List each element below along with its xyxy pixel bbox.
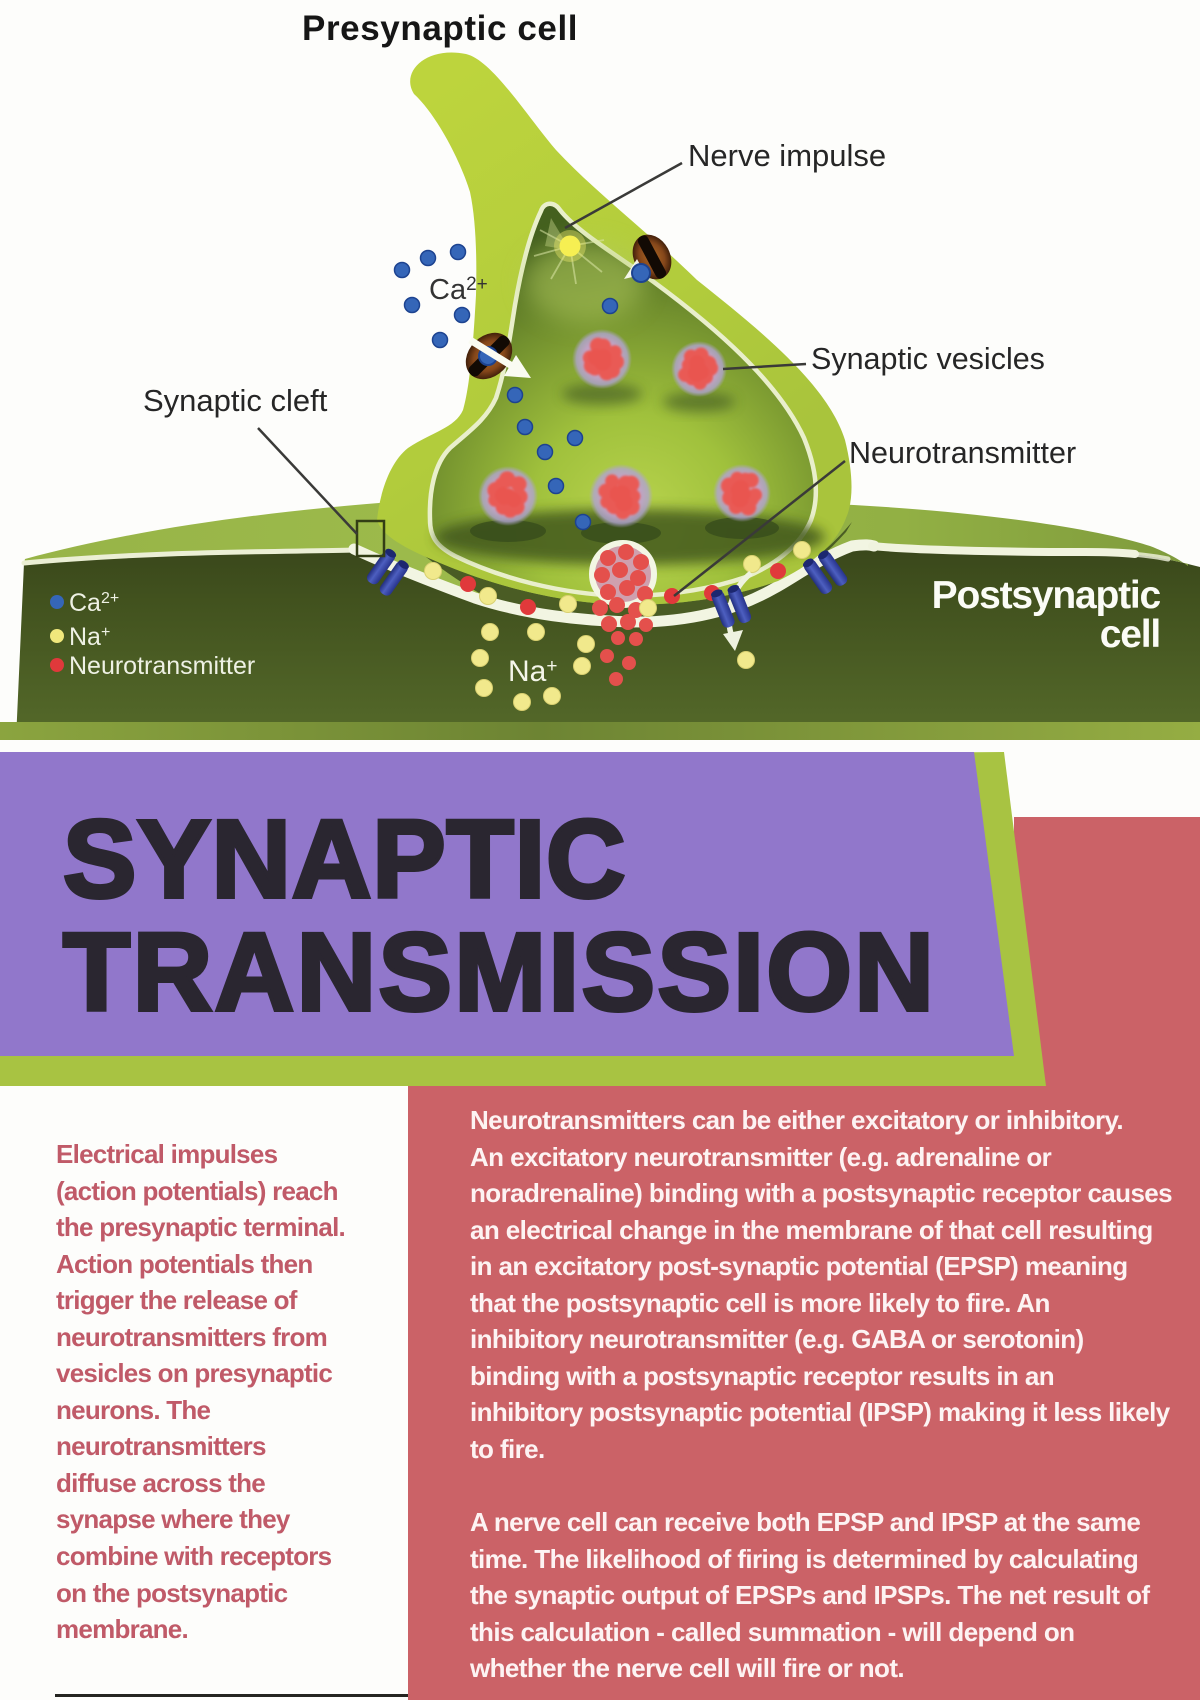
svg-text:Synaptic vesicles: Synaptic vesicles (811, 342, 1045, 376)
svg-text:Presynaptic cell: Presynaptic cell (302, 9, 578, 48)
svg-text:Neurotransmitter: Neurotransmitter (849, 436, 1076, 470)
svg-text:TRANSMISSION: TRANSMISSION (63, 911, 936, 1034)
svg-text:Nerve impulse: Nerve impulse (688, 138, 886, 173)
svg-text:Synaptic cleft: Synaptic cleft (143, 383, 328, 418)
svg-text:Neurotransmitter: Neurotransmitter (69, 652, 255, 680)
svg-text:SYNAPTIC: SYNAPTIC (63, 798, 626, 921)
svg-text:Postsynaptic: Postsynaptic (932, 574, 1161, 617)
svg-text:cell: cell (1100, 613, 1160, 656)
svg-text:Ca2+: Ca2+ (429, 274, 488, 306)
